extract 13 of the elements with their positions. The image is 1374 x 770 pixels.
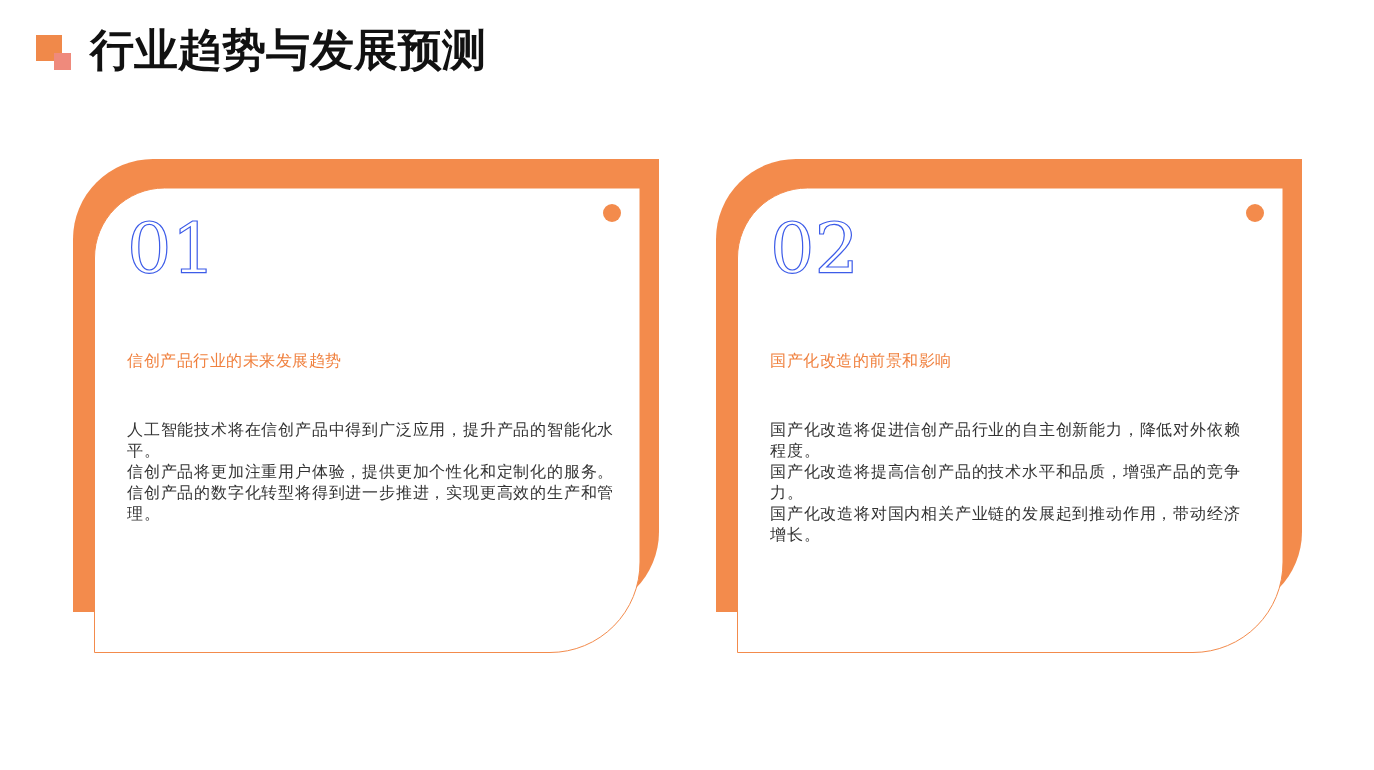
card-heading: 信创产品行业的未来发展趋势 [127, 351, 342, 372]
page-title: 行业趋势与发展预测 [90, 23, 486, 77]
body-paragraph: 国产化改造将促进信创产品行业的自主创新能力，降低对外依赖程度。 [770, 419, 1242, 461]
body-paragraph: 国产化改造将对国内相关产业链的发展起到推动作用，带动经济增长。 [770, 503, 1242, 545]
card [73, 159, 659, 653]
card-heading: 国产化改造的前景和影响 [770, 351, 952, 372]
body-paragraph: 国产化改造将提高信创产品的技术水平和品质，增强产品的竞争力。 [770, 461, 1242, 503]
card-number: 01 [127, 209, 217, 289]
body-paragraph: 人工智能技术将在信创产品中得到广泛应用，提升产品的智能化水平。 [127, 419, 616, 461]
body-paragraph: 信创产品将更加注重用户体验，提供更加个性化和定制化的服务。 [127, 461, 616, 482]
card [716, 159, 1302, 653]
card-number: 02 [770, 209, 860, 289]
body-paragraph: 信创产品的数字化转型将得到进一步推进，实现更高效的生产和管理。 [127, 482, 616, 524]
